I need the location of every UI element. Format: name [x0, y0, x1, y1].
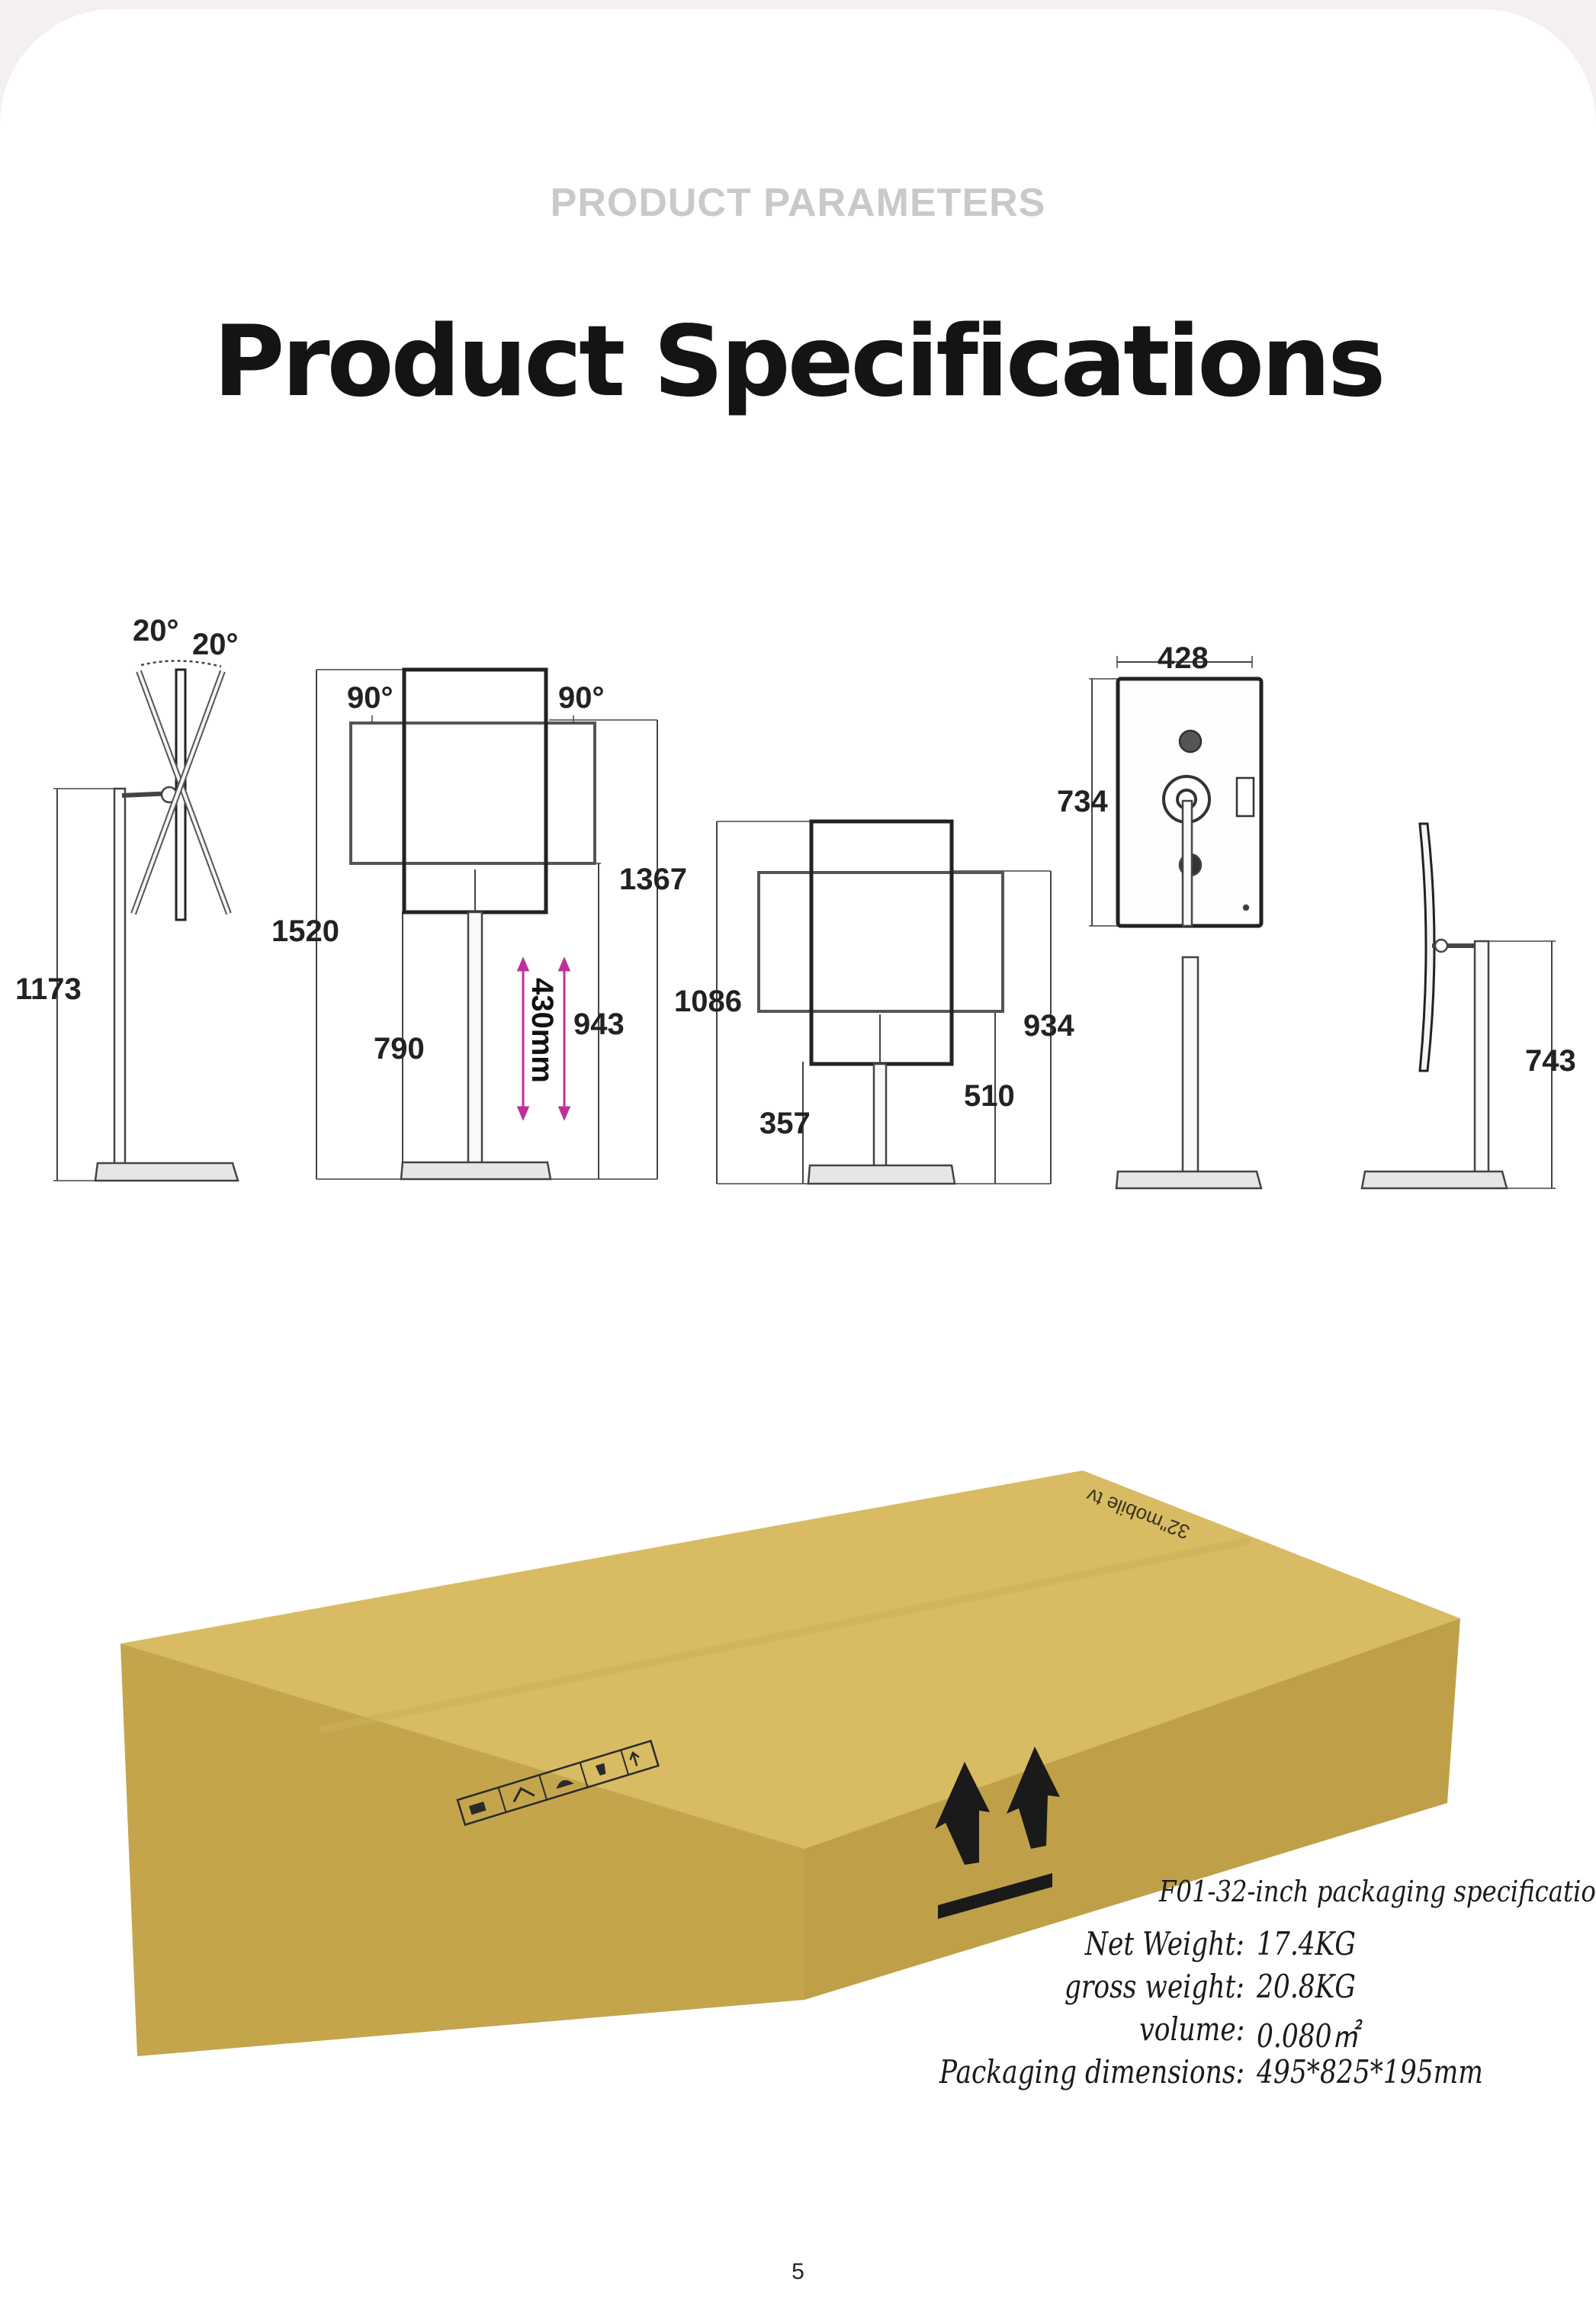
spec-row-gross-weight: gross weight: 20.8KG	[1014, 1968, 1563, 2006]
landscape-total-height-label: 1086	[674, 985, 742, 1018]
spec-label: Net Weight:	[1085, 1925, 1244, 1962]
front-rotation-view	[316, 667, 658, 1181]
packaging-heading: F01-32-inch packaging specifications	[1159, 1875, 1596, 1908]
page-title: Product Specifications	[213, 305, 1386, 419]
side-height-label: 1173	[15, 972, 82, 1006]
profile-height-label: 743	[1525, 1044, 1576, 1078]
tilt-left-label: 20°	[133, 614, 179, 648]
front-landscape-view	[716, 819, 1052, 1185]
box-front-face	[120, 1644, 804, 2056]
spec-label: Packaging dimensions:	[939, 2053, 1244, 2091]
front-mid-height-label: 943	[573, 1008, 625, 1041]
section-kicker: PRODUCT PARAMETERS	[550, 181, 1046, 225]
spec-label: gross weight:	[1064, 1968, 1244, 2005]
page-number: 5	[792, 2259, 804, 2284]
rotate-right-label: 90°	[558, 681, 605, 715]
packaging-box-illustration: 32"mobile tv	[120, 1470, 1460, 2056]
spec-row-volume: volume: 0.080㎡	[1014, 2010, 1563, 2055]
front-total-height-label: 1520	[271, 914, 339, 948]
spec-value: 495*825*195mm	[1257, 2053, 1483, 2091]
spec-row-net-weight: Net Weight: 17.4KG	[1014, 1925, 1563, 1963]
spec-value: 17.4KG	[1257, 1925, 1356, 1962]
lift-range-label: 430mm	[525, 978, 559, 1083]
spec-row-dimensions: Packaging dimensions: 495*825*195mm	[939, 2053, 1563, 2091]
rotate-left-label: 90°	[347, 681, 393, 715]
handling-symbols-icon	[456, 1739, 660, 1827]
back-width-label: 428	[1158, 641, 1209, 675]
back-view	[1089, 656, 1264, 1190]
front-top-height-label: 1367	[619, 863, 687, 896]
dimension-drawing: 20° 20° 1173 90° 90° 1520 1367 790 943 4…	[15, 614, 1576, 1190]
side-tilt-view	[53, 660, 239, 1182]
landscape-lower-right-label: 510	[964, 1079, 1015, 1113]
spec-value: 20.8KG	[1257, 1968, 1356, 2005]
this-side-up-icon	[935, 1747, 1060, 1919]
spec-label: volume:	[1138, 2010, 1244, 2048]
landscape-right-height-label: 934	[1023, 1009, 1074, 1043]
spec-value: 0.080㎡	[1257, 2017, 1359, 2055]
front-lower-height-label: 790	[374, 1032, 425, 1065]
lift-arrows	[516, 956, 571, 1121]
landscape-base-offset-label: 357	[759, 1107, 811, 1140]
side-profile-view	[1360, 822, 1556, 1190]
tilt-right-label: 20°	[192, 628, 239, 661]
back-screen-height-label: 734	[1057, 785, 1108, 818]
